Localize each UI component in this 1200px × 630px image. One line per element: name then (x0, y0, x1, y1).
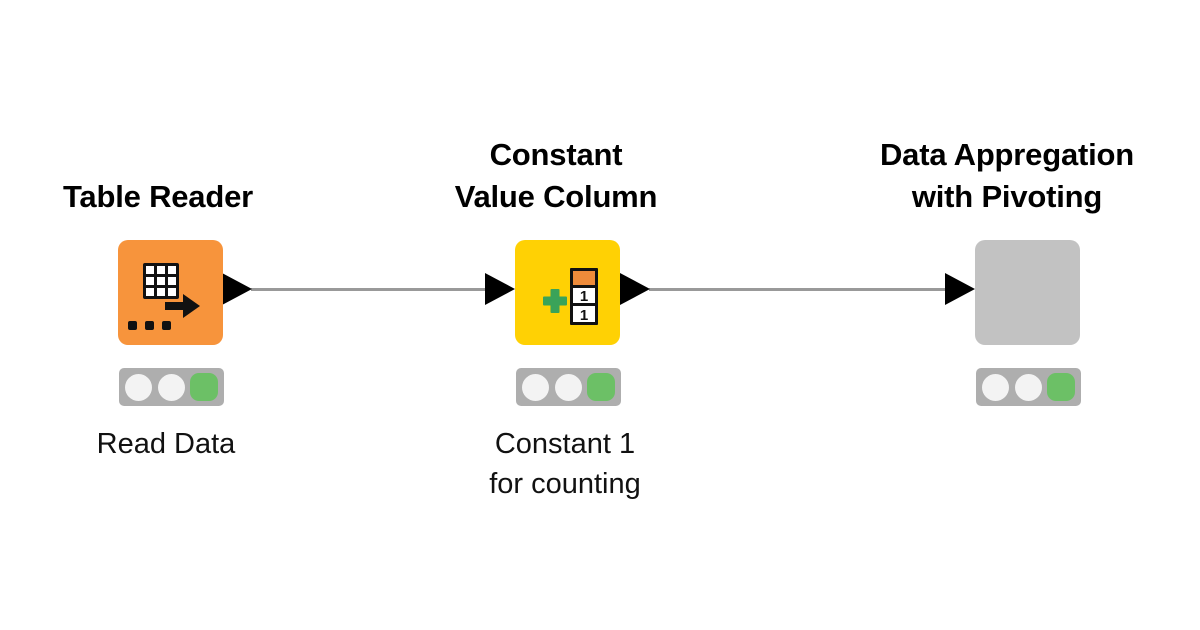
node-title-line: with Pivoting (911, 179, 1103, 214)
status-light-green-on (190, 373, 219, 401)
icon-digit: 1 (580, 307, 588, 324)
status-light-yellow-off (157, 373, 185, 401)
status-light-red-off (981, 373, 1009, 401)
status-light-green-on (587, 373, 616, 401)
node-constant-value-column[interactable]: 1 1 (515, 240, 620, 345)
node-data-appregation[interactable] (975, 240, 1080, 345)
output-port-constant-value-column[interactable] (620, 273, 650, 305)
node-annotation-line: for counting (489, 468, 641, 500)
node-annotation-line: Read Data (96, 428, 236, 460)
node-title-line: Table Reader (63, 179, 253, 214)
input-port-data-appregation[interactable] (945, 273, 975, 305)
status-light-red-off (521, 373, 549, 401)
icon-digit: 1 (580, 288, 588, 305)
node-annotation-table-reader: Read Data (0, 424, 366, 464)
status-traffic-light-data-appregation (976, 368, 1081, 406)
node-title-table-reader: Table Reader (0, 176, 358, 218)
status-light-green-on (1047, 373, 1076, 401)
connection-constant-value-column-to-data-appregation[interactable] (649, 288, 945, 291)
add-constant-column-icon: 1 1 (543, 268, 598, 325)
output-port-table-reader[interactable] (222, 273, 252, 305)
table-with-arrow-icon (128, 263, 200, 330)
node-annotation-constant-value-column: Constant 1 for counting (365, 424, 765, 504)
node-table-reader[interactable] (118, 240, 223, 345)
node-title-line: Data Appregation (879, 137, 1134, 172)
node-title-data-appregation: Data Appregation with Pivoting (807, 134, 1200, 218)
node-annotation-line: Constant 1 (494, 428, 636, 460)
node-title-line: Constant (489, 137, 623, 172)
node-title-line: Value Column (454, 179, 658, 214)
connection-table-reader-to-constant-value-column[interactable] (251, 288, 485, 291)
status-traffic-light-constant-value-column (516, 368, 621, 406)
status-light-yellow-off (554, 373, 582, 401)
status-light-yellow-off (1014, 373, 1042, 401)
status-traffic-light-table-reader (119, 368, 224, 406)
status-light-red-off (124, 373, 152, 401)
input-port-constant-value-column[interactable] (485, 273, 515, 305)
node-title-constant-value-column: Constant Value Column (356, 134, 756, 218)
